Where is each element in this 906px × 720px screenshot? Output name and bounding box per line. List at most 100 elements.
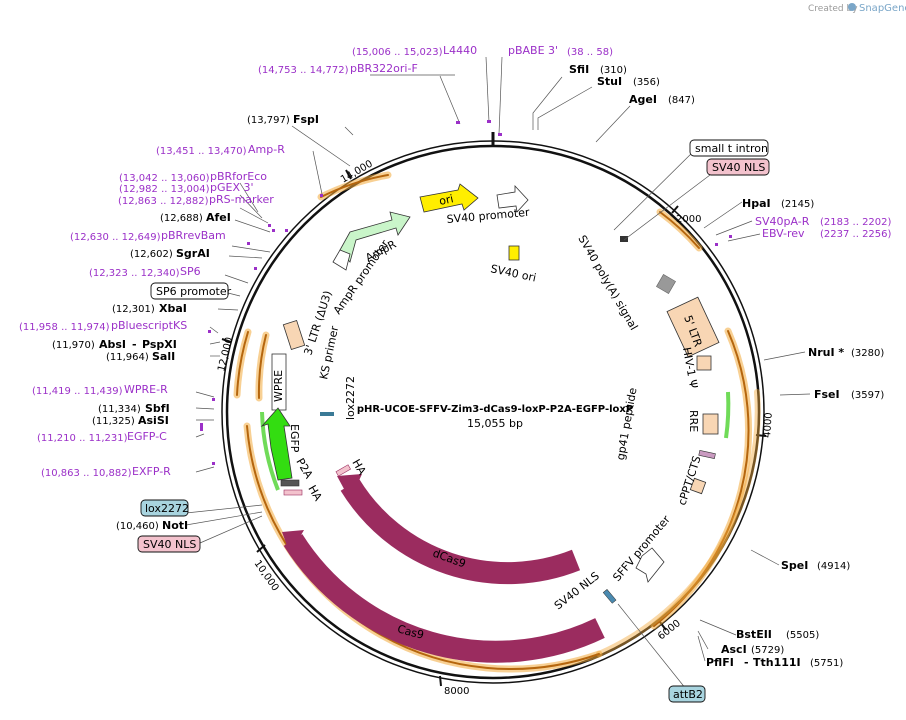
dcas9-feature: [340, 479, 581, 585]
sv40-nls-inner-feature: [602, 588, 617, 604]
abs-sep: -: [132, 338, 137, 351]
exfp-coord: (10,863 .. 10,882): [41, 468, 132, 479]
nru-coord: (3280): [851, 348, 884, 359]
cppt-feature: [689, 477, 707, 495]
p2a-feature: [280, 479, 300, 487]
sv40-polya-feature: [620, 236, 628, 242]
sp6-coord: (12,323 .. 12,340): [89, 268, 180, 279]
ebv-coord: (2237 .. 2256): [820, 229, 892, 240]
rre-feature: [702, 413, 719, 435]
sffv-promoter-label: SFFV promoter: [610, 513, 673, 584]
wprer-coord: (11,419 .. 11,439): [32, 386, 123, 397]
ltr5-feature: [666, 296, 720, 358]
snapgene-logo-icon: [848, 3, 856, 11]
tick-8000: 8000: [444, 686, 469, 697]
top-labels: (15,006 .. 15,023) L4440 pBABE 3' (38 ..…: [258, 44, 613, 76]
egfp-label: EGFP: [288, 424, 301, 453]
xba-coord: (12,301): [112, 304, 155, 315]
sv40-nls-left-box: [137, 535, 201, 553]
ha2-feature: [335, 464, 351, 477]
pbs-coord: (11,958 .. 11,974): [19, 322, 110, 333]
credit-brand: SnapGene: [859, 3, 906, 14]
rre-label: RRE: [687, 410, 700, 432]
ori-feature: [419, 183, 479, 213]
asc-label: AscI: [721, 643, 747, 656]
abs-coord: (11,970): [52, 340, 95, 351]
sv40-promoter-label: SV40 promoter: [446, 206, 530, 226]
hpa-coord: (2145): [781, 199, 814, 210]
fsp-label: FspI: [293, 113, 319, 126]
pbrfor-label: pBRforEco: [210, 170, 267, 183]
sv40pa-coord: (2183 .. 2202): [820, 217, 892, 228]
pbrfor-coord: (13,042 .. 13,060): [119, 173, 210, 184]
pfl-coord: (5751): [810, 658, 843, 669]
pfl-label: PflFI: [706, 656, 734, 669]
fse-coord: (3597): [851, 390, 884, 401]
sv40-nls-top-box: [706, 158, 770, 176]
egfpc-label: EGFP-C: [127, 430, 167, 443]
ampr-primer-label: Amp-R: [248, 143, 285, 156]
sv40-ori-label: SV40 ori: [489, 262, 537, 284]
attb2-label: attB2: [673, 688, 703, 701]
age-coord: (847): [668, 95, 695, 106]
pbrrev-label: pBRrevBam: [161, 229, 226, 242]
spe-label: SpeI: [781, 559, 808, 572]
ltr3-feature: [282, 319, 306, 351]
sv40-nls-left-label: SV40 NLS: [143, 538, 196, 551]
pgex-coord: (12,982 .. 13,004): [119, 184, 210, 195]
stu-label: StuI: [597, 75, 622, 88]
asis-label: AsiSI: [138, 414, 169, 427]
dcas9-arrowhead: [337, 474, 362, 500]
bst-coord: (5505): [786, 630, 819, 641]
sv40-nls-top-label: SV40 NLS: [712, 161, 765, 174]
ha2-label: HA: [349, 457, 368, 478]
sal-label: SalI: [152, 350, 175, 363]
sp6-label: SP6: [180, 265, 201, 278]
fse-label: FseI: [814, 388, 840, 401]
egfpc-coord: (11,210 .. 11,231): [37, 433, 128, 444]
lox2272-box-label: lox2272: [145, 502, 189, 515]
nru-label: NruI *: [808, 346, 844, 359]
exfp-label: EXFP-R: [132, 465, 171, 478]
small-t-label: small t intron: [695, 142, 768, 155]
hpa-label: HpaI: [742, 197, 771, 210]
sbf-coord: (11,334): [98, 404, 141, 415]
pbabe-label: pBABE 3': [508, 44, 558, 57]
tick-4000: 4000: [762, 412, 775, 438]
sfi-label: SfiI: [569, 63, 589, 76]
sfi-coord: (310): [600, 65, 627, 76]
sv40pa-label: SV40pA-R: [755, 215, 810, 228]
credit: Created by SnapGene: [808, 3, 906, 14]
credit-prefix: Created by: [808, 4, 858, 14]
pbrrev-coord: (12,630 .. 12,649): [70, 232, 161, 243]
tth-label: Tth111I: [753, 656, 801, 669]
sbf-label: SbfI: [145, 402, 170, 415]
ha1-label: HA: [305, 483, 324, 504]
ori-label: ori: [438, 192, 455, 208]
sp6-promoter-box: [150, 282, 229, 300]
egfp-feature: [260, 407, 293, 481]
lox2272-inner-feature: [320, 412, 334, 416]
spe-coord: (4914): [817, 561, 850, 572]
sv40-ori-feature: [508, 245, 520, 261]
afe-coord: (12,688): [160, 213, 203, 224]
pspx-label: PspXI: [142, 338, 177, 351]
sgra-label: SgrAI: [176, 247, 210, 260]
sal-coord: (11,964): [106, 352, 149, 363]
left-labels: (13,797) FspI (13,451 .. 13,470) Amp-R (…: [19, 113, 319, 553]
attb2-box: [668, 685, 706, 703]
not-coord: (10,460): [116, 521, 159, 532]
p2a-label: P2A: [293, 456, 315, 481]
ampr-promoter-label: AmpR promoter: [331, 237, 392, 316]
sv40-promoter-feature: [496, 184, 529, 213]
plasmid-name: pHR-UCOE-SFFV-Zim3-dCas9-loxP-P2A-EGFP-l…: [357, 404, 633, 415]
pgex-label: pGEX 3': [210, 181, 254, 194]
sffv-promoter-feature: [635, 547, 665, 583]
pbr322-coord: (14,753 .. 14,772): [258, 65, 349, 76]
asis-coord: (11,325): [92, 416, 135, 427]
backbone: [221, 132, 765, 684]
ha1-feature: [283, 489, 303, 496]
l4440-coord: (15,006 .. 15,023): [352, 47, 443, 58]
cas9-arrowhead: [282, 530, 304, 554]
